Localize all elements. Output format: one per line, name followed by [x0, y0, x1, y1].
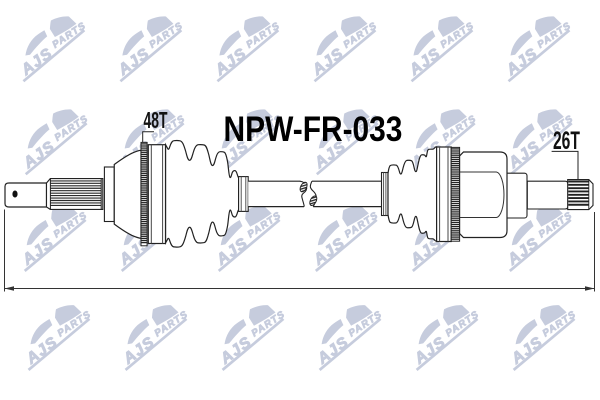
- svg-text:48T: 48T: [144, 108, 168, 133]
- svg-text:NPW-FR-033: NPW-FR-033: [224, 110, 403, 149]
- svg-text:26T: 26T: [553, 127, 580, 155]
